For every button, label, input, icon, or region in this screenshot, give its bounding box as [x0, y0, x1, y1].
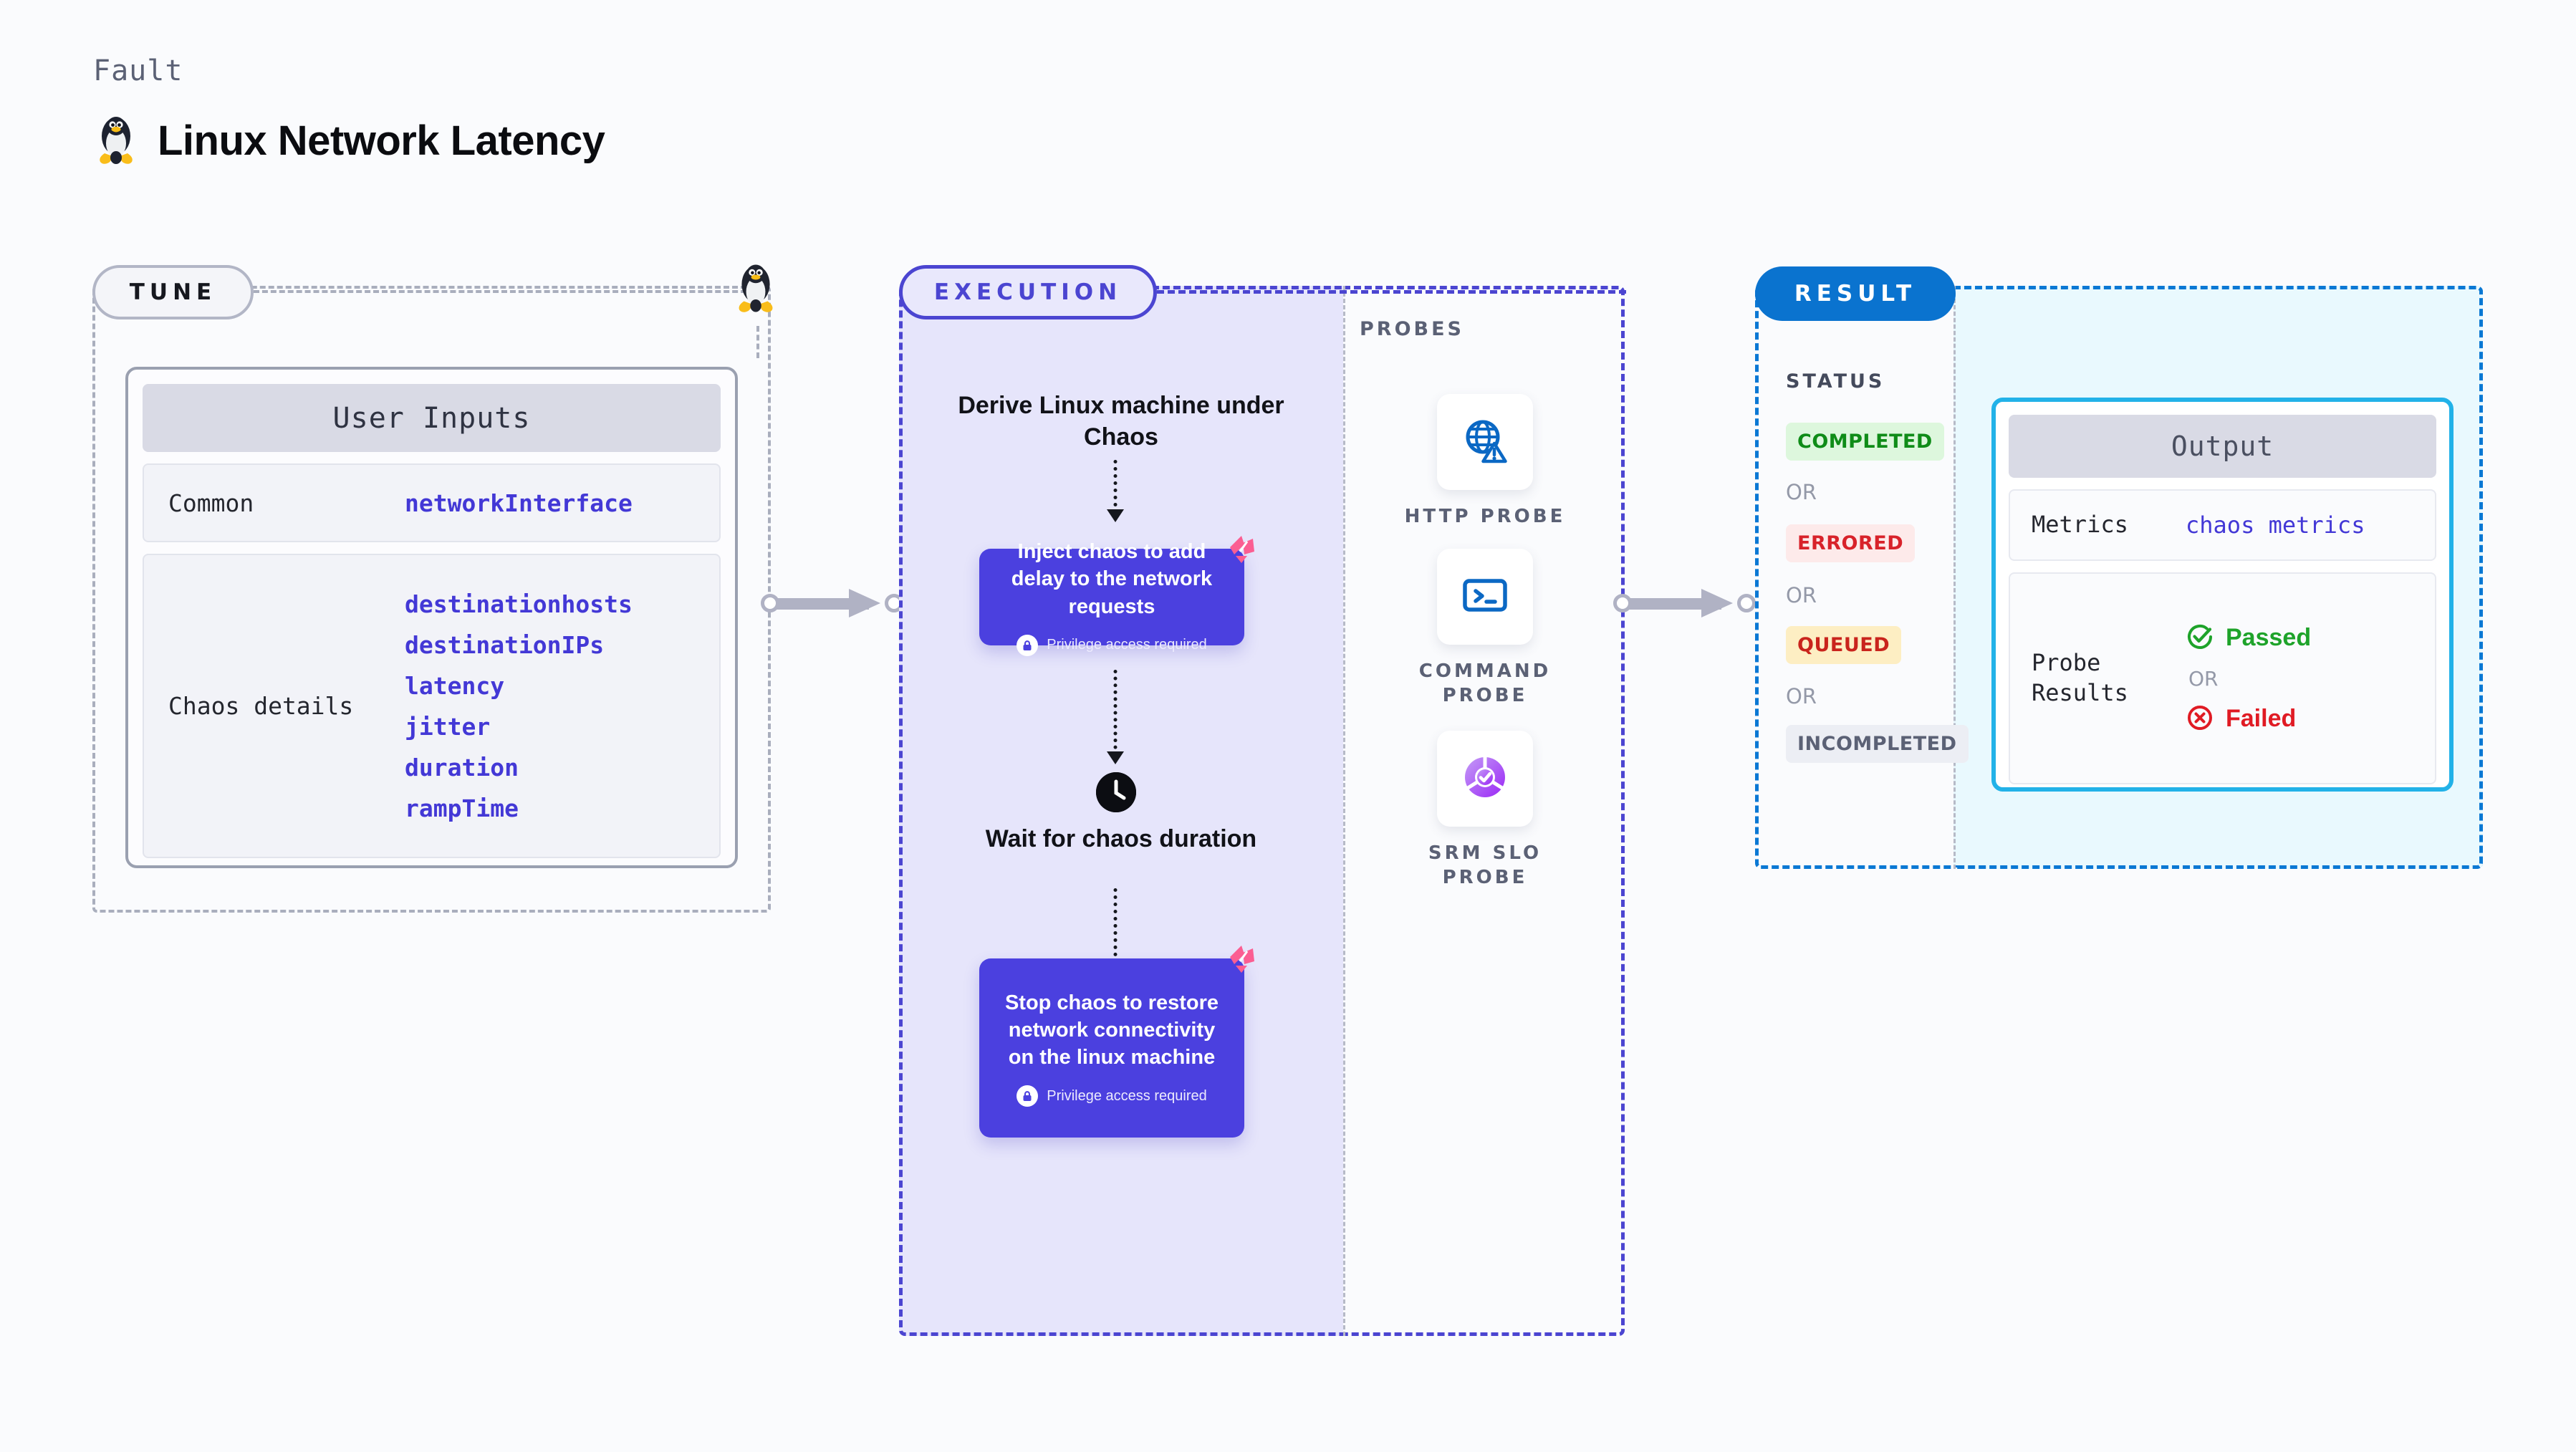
passed-label: Passed: [2226, 624, 2312, 651]
linux-penguin-icon: [732, 261, 779, 319]
privilege-note-text: Privilege access required: [1047, 1087, 1207, 1104]
page-title: Linux Network Latency: [158, 117, 605, 164]
input-ramptime[interactable]: rampTime: [405, 794, 519, 822]
globe-warning-icon: [1458, 414, 1512, 471]
execution-dashed-connector: [1157, 290, 1626, 294]
tune-pill[interactable]: TUNE: [92, 265, 254, 319]
input-jitter[interactable]: jitter: [405, 712, 491, 741]
execution-step-inject-chaos: Inject chaos to add delay to the network…: [979, 536, 1254, 656]
status-or-2: OR: [1786, 583, 1817, 607]
probes-divider: [1343, 286, 1345, 1336]
user-inputs-header: User Inputs: [143, 384, 721, 452]
failed-label: Failed: [2226, 705, 2297, 732]
litmus-chaos-icon: [1226, 943, 1257, 978]
probe-item-srm-slo[interactable]: SRM SLO PROBE: [1403, 731, 1567, 890]
connector-tune-to-execution: [761, 589, 903, 617]
privilege-note-row: Privilege access required: [1017, 634, 1207, 656]
probe-card[interactable]: [1437, 549, 1533, 645]
input-destinationips[interactable]: destinationIPs: [405, 630, 605, 659]
output-header: Output: [2009, 415, 2436, 478]
input-destinationhosts[interactable]: destinationhosts: [405, 590, 633, 618]
connector-line: [776, 598, 869, 610]
status-badge-completed: COMPLETED: [1786, 423, 1944, 461]
status-badge-incompleted: INCOMPLETED: [1786, 725, 1969, 763]
clock-icon: [1096, 772, 1136, 812]
probe-label: HTTP PROBE: [1404, 506, 1566, 527]
probes-section-label: PROBES: [1360, 318, 1465, 340]
input-networkinterface[interactable]: networkInterface: [405, 489, 633, 517]
connector-end-ring: [1737, 594, 1756, 612]
connector-arrowhead: [849, 589, 880, 617]
step-title: Inject chaos to add delay to the network…: [1011, 540, 1213, 618]
metrics-value[interactable]: chaos metrics: [2186, 511, 2365, 539]
privilege-note-row: Privilege access required: [1017, 1085, 1207, 1107]
output-row-metrics: Metrics chaos metrics: [2009, 489, 2436, 561]
user-input-row-common: Common networkInterface: [143, 463, 721, 542]
user-input-row-chaos-details: Chaos details destinationhosts destinati…: [143, 554, 721, 858]
litmus-chaos-icon: [1226, 533, 1257, 568]
status-or-3: OR: [1786, 684, 1817, 708]
user-inputs-card: User Inputs Common networkInterface Chao…: [125, 367, 738, 868]
probe-item-http[interactable]: HTTP PROBE: [1403, 394, 1567, 529]
terminal-icon: [1458, 569, 1512, 625]
result-pill[interactable]: RESULT: [1755, 266, 1956, 321]
lock-icon: [1017, 634, 1039, 656]
slo-donut-check-icon: [1458, 751, 1512, 807]
status-badge-errored: ERRORED: [1786, 524, 1916, 562]
row-key: Chaos details: [168, 692, 354, 720]
probe-label: SRM SLO PROBE: [1428, 842, 1542, 889]
probe-card[interactable]: [1437, 731, 1533, 827]
input-latency[interactable]: latency: [405, 671, 505, 700]
check-circle-icon: [2186, 622, 2214, 654]
page-title-row: Linux Network Latency: [93, 115, 605, 166]
output-card: Output Metrics chaos metrics Probe Resul…: [1991, 398, 2454, 792]
probe-result-values: Passed OR Failed: [2186, 622, 2311, 735]
linux-penguin-icon: [93, 115, 139, 166]
status-badge-queued: QUEUED: [1786, 626, 1902, 664]
lock-icon: [1017, 1085, 1039, 1107]
tune-dashed-connector: [254, 290, 755, 293]
step-title: Stop chaos to restore network connectivi…: [1004, 991, 1219, 1069]
execution-pill[interactable]: EXECUTION: [899, 265, 1157, 319]
result-divider: [1953, 286, 1956, 869]
tune-penguin-tail: [756, 326, 759, 358]
probe-result-failed: Failed: [2186, 703, 2311, 735]
row-values: networkInterface: [405, 489, 633, 517]
connector-arrowhead: [1701, 589, 1733, 617]
connector-execution-to-result: [1613, 589, 1756, 617]
page-eyebrow-fault: Fault: [93, 54, 183, 87]
flow-arrow-1: [1107, 460, 1124, 522]
row-key: Metrics: [2032, 511, 2128, 539]
output-row-probe-results: Probe Results Passed OR: [2009, 572, 2436, 784]
probe-card[interactable]: [1437, 394, 1533, 490]
connector-line: [1628, 598, 1721, 610]
probe-item-command[interactable]: COMMAND PROBE: [1403, 549, 1567, 708]
x-circle-icon: [2186, 703, 2214, 735]
input-duration[interactable]: duration: [405, 753, 519, 782]
status-section-label: STATUS: [1786, 370, 1885, 393]
probe-label: COMMAND PROBE: [1418, 660, 1552, 707]
privilege-note-text: Privilege access required: [1047, 637, 1207, 653]
probe-result-or: OR: [2188, 666, 2219, 691]
row-values: destinationhosts destinationIPs latency …: [405, 590, 633, 822]
status-or-1: OR: [1786, 480, 1817, 504]
flow-arrow-2: [1107, 670, 1124, 764]
execution-step-derive: Derive Linux machine under Chaos: [958, 392, 1284, 451]
execution-step-stop-chaos: Stop chaos to restore network connectivi…: [979, 946, 1254, 1138]
probe-result-passed: Passed: [2186, 622, 2311, 654]
row-key: Common: [168, 489, 254, 517]
execution-step-wait: Wait for chaos duration: [985, 825, 1257, 852]
row-key: Probe Results: [2032, 649, 2128, 706]
